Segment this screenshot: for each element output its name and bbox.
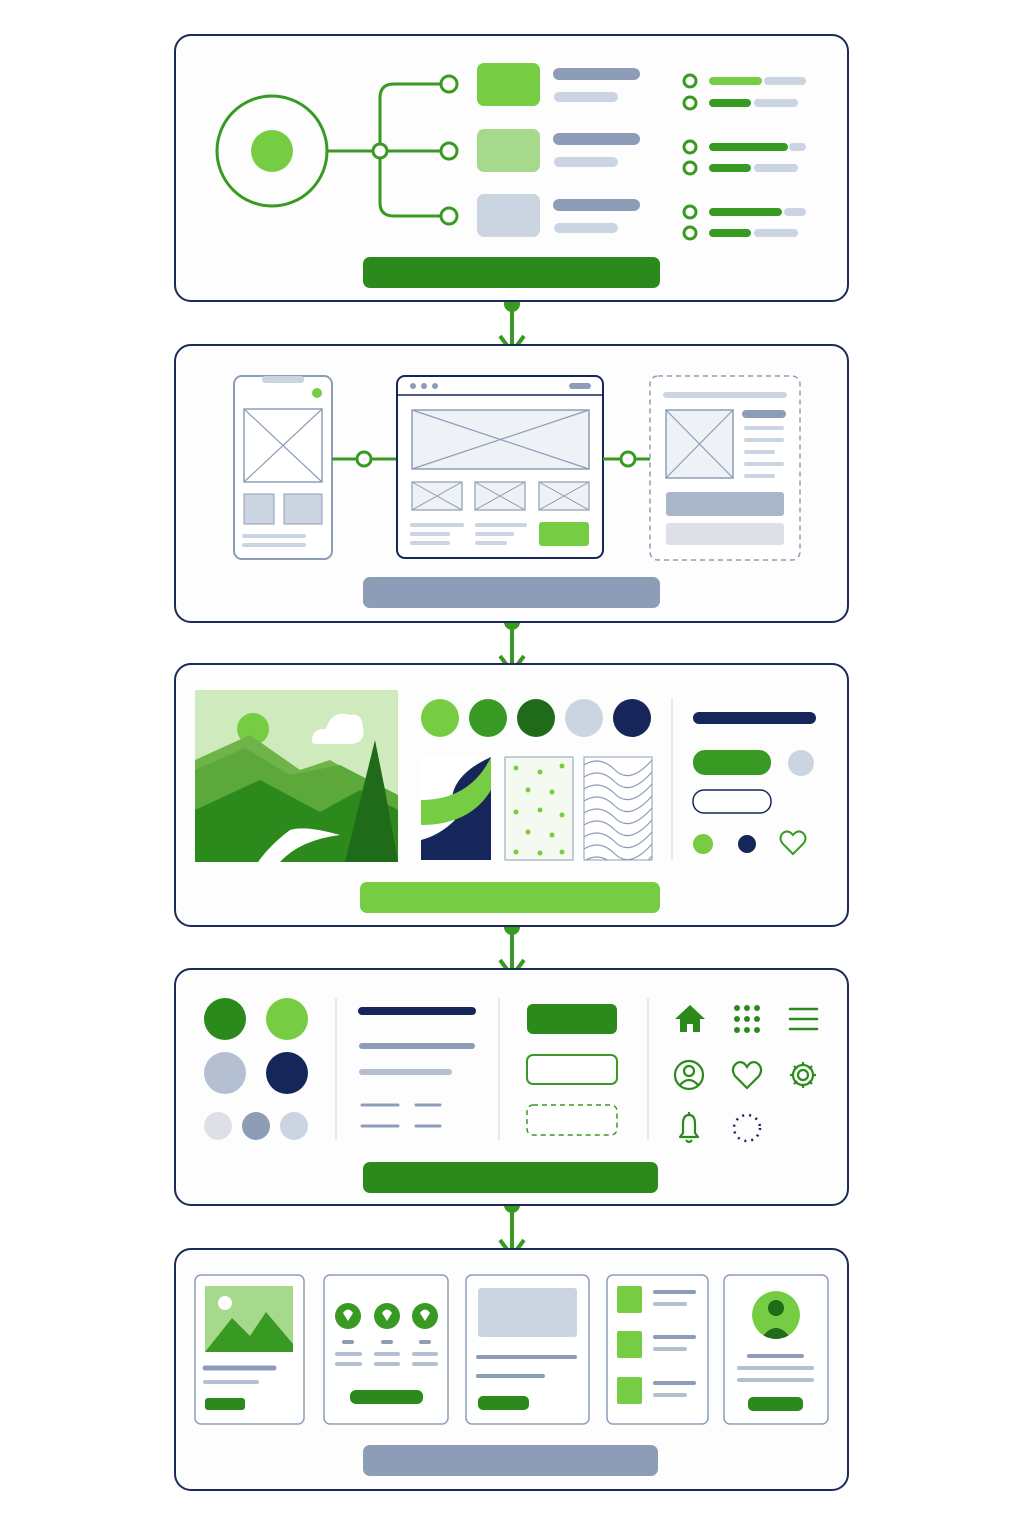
panel-wireframes: [174, 344, 849, 623]
button-tokens: [526, 1004, 618, 1136]
loading-icon: [732, 1113, 762, 1143]
screen-card-profile: [723, 1274, 829, 1425]
panel-design-system: [174, 968, 849, 1206]
color-tokens: [204, 998, 308, 1140]
home-icon: [675, 1005, 705, 1032]
phone-wireframe: [233, 375, 333, 560]
bell-icon: [678, 1112, 700, 1144]
primary-button-sample: [693, 750, 771, 775]
menu-icon: [788, 1007, 819, 1031]
heart-icon: [731, 1061, 763, 1090]
pattern-tile-dots: [504, 756, 574, 861]
stage-footer-bar: [363, 1445, 658, 1476]
wireframe-icon: [396, 375, 604, 559]
cta-placeholder: [539, 522, 589, 546]
panel-final-screens: [174, 1248, 849, 1491]
user-icon: [673, 1059, 705, 1091]
grid-icon: [734, 1005, 760, 1033]
flow-tree-icon: [327, 74, 459, 226]
wireframe-link: [603, 450, 650, 468]
wireframe-link: [332, 450, 397, 468]
node-box: [477, 129, 540, 172]
panel-structure: [174, 34, 849, 302]
pattern-tile-waves: [583, 756, 653, 861]
checklist: [682, 73, 806, 241]
document-wireframe: [649, 375, 801, 561]
heart-icon: [779, 830, 807, 856]
pattern-tile-swoosh: [421, 757, 491, 860]
screen-card-map: [323, 1274, 449, 1425]
color-palette: [421, 699, 651, 737]
stage-footer-bar: [363, 577, 660, 608]
outline-button-sample: [692, 789, 772, 814]
connector-1: [498, 296, 526, 356]
screen-card-list: [606, 1274, 709, 1425]
panel-visual-style: [174, 663, 849, 927]
location-pin-icon: [335, 1303, 438, 1329]
typography-tokens: [358, 1007, 476, 1128]
avatar: [752, 1291, 800, 1339]
screen-card-image: [194, 1274, 305, 1425]
node-box: [477, 194, 540, 237]
stage-footer-bar: [363, 1162, 658, 1193]
node-box: [477, 63, 540, 106]
stage-footer-bar: [360, 882, 660, 913]
stage-footer-bar: [363, 257, 660, 288]
gear-icon: [790, 1062, 816, 1088]
icon-set: [673, 1005, 819, 1144]
ui-style-samples: [692, 712, 816, 856]
landscape-illustration: [195, 690, 398, 862]
screen-card-article: [465, 1274, 590, 1425]
connector-3: [498, 919, 526, 980]
node-labels: [553, 68, 640, 233]
